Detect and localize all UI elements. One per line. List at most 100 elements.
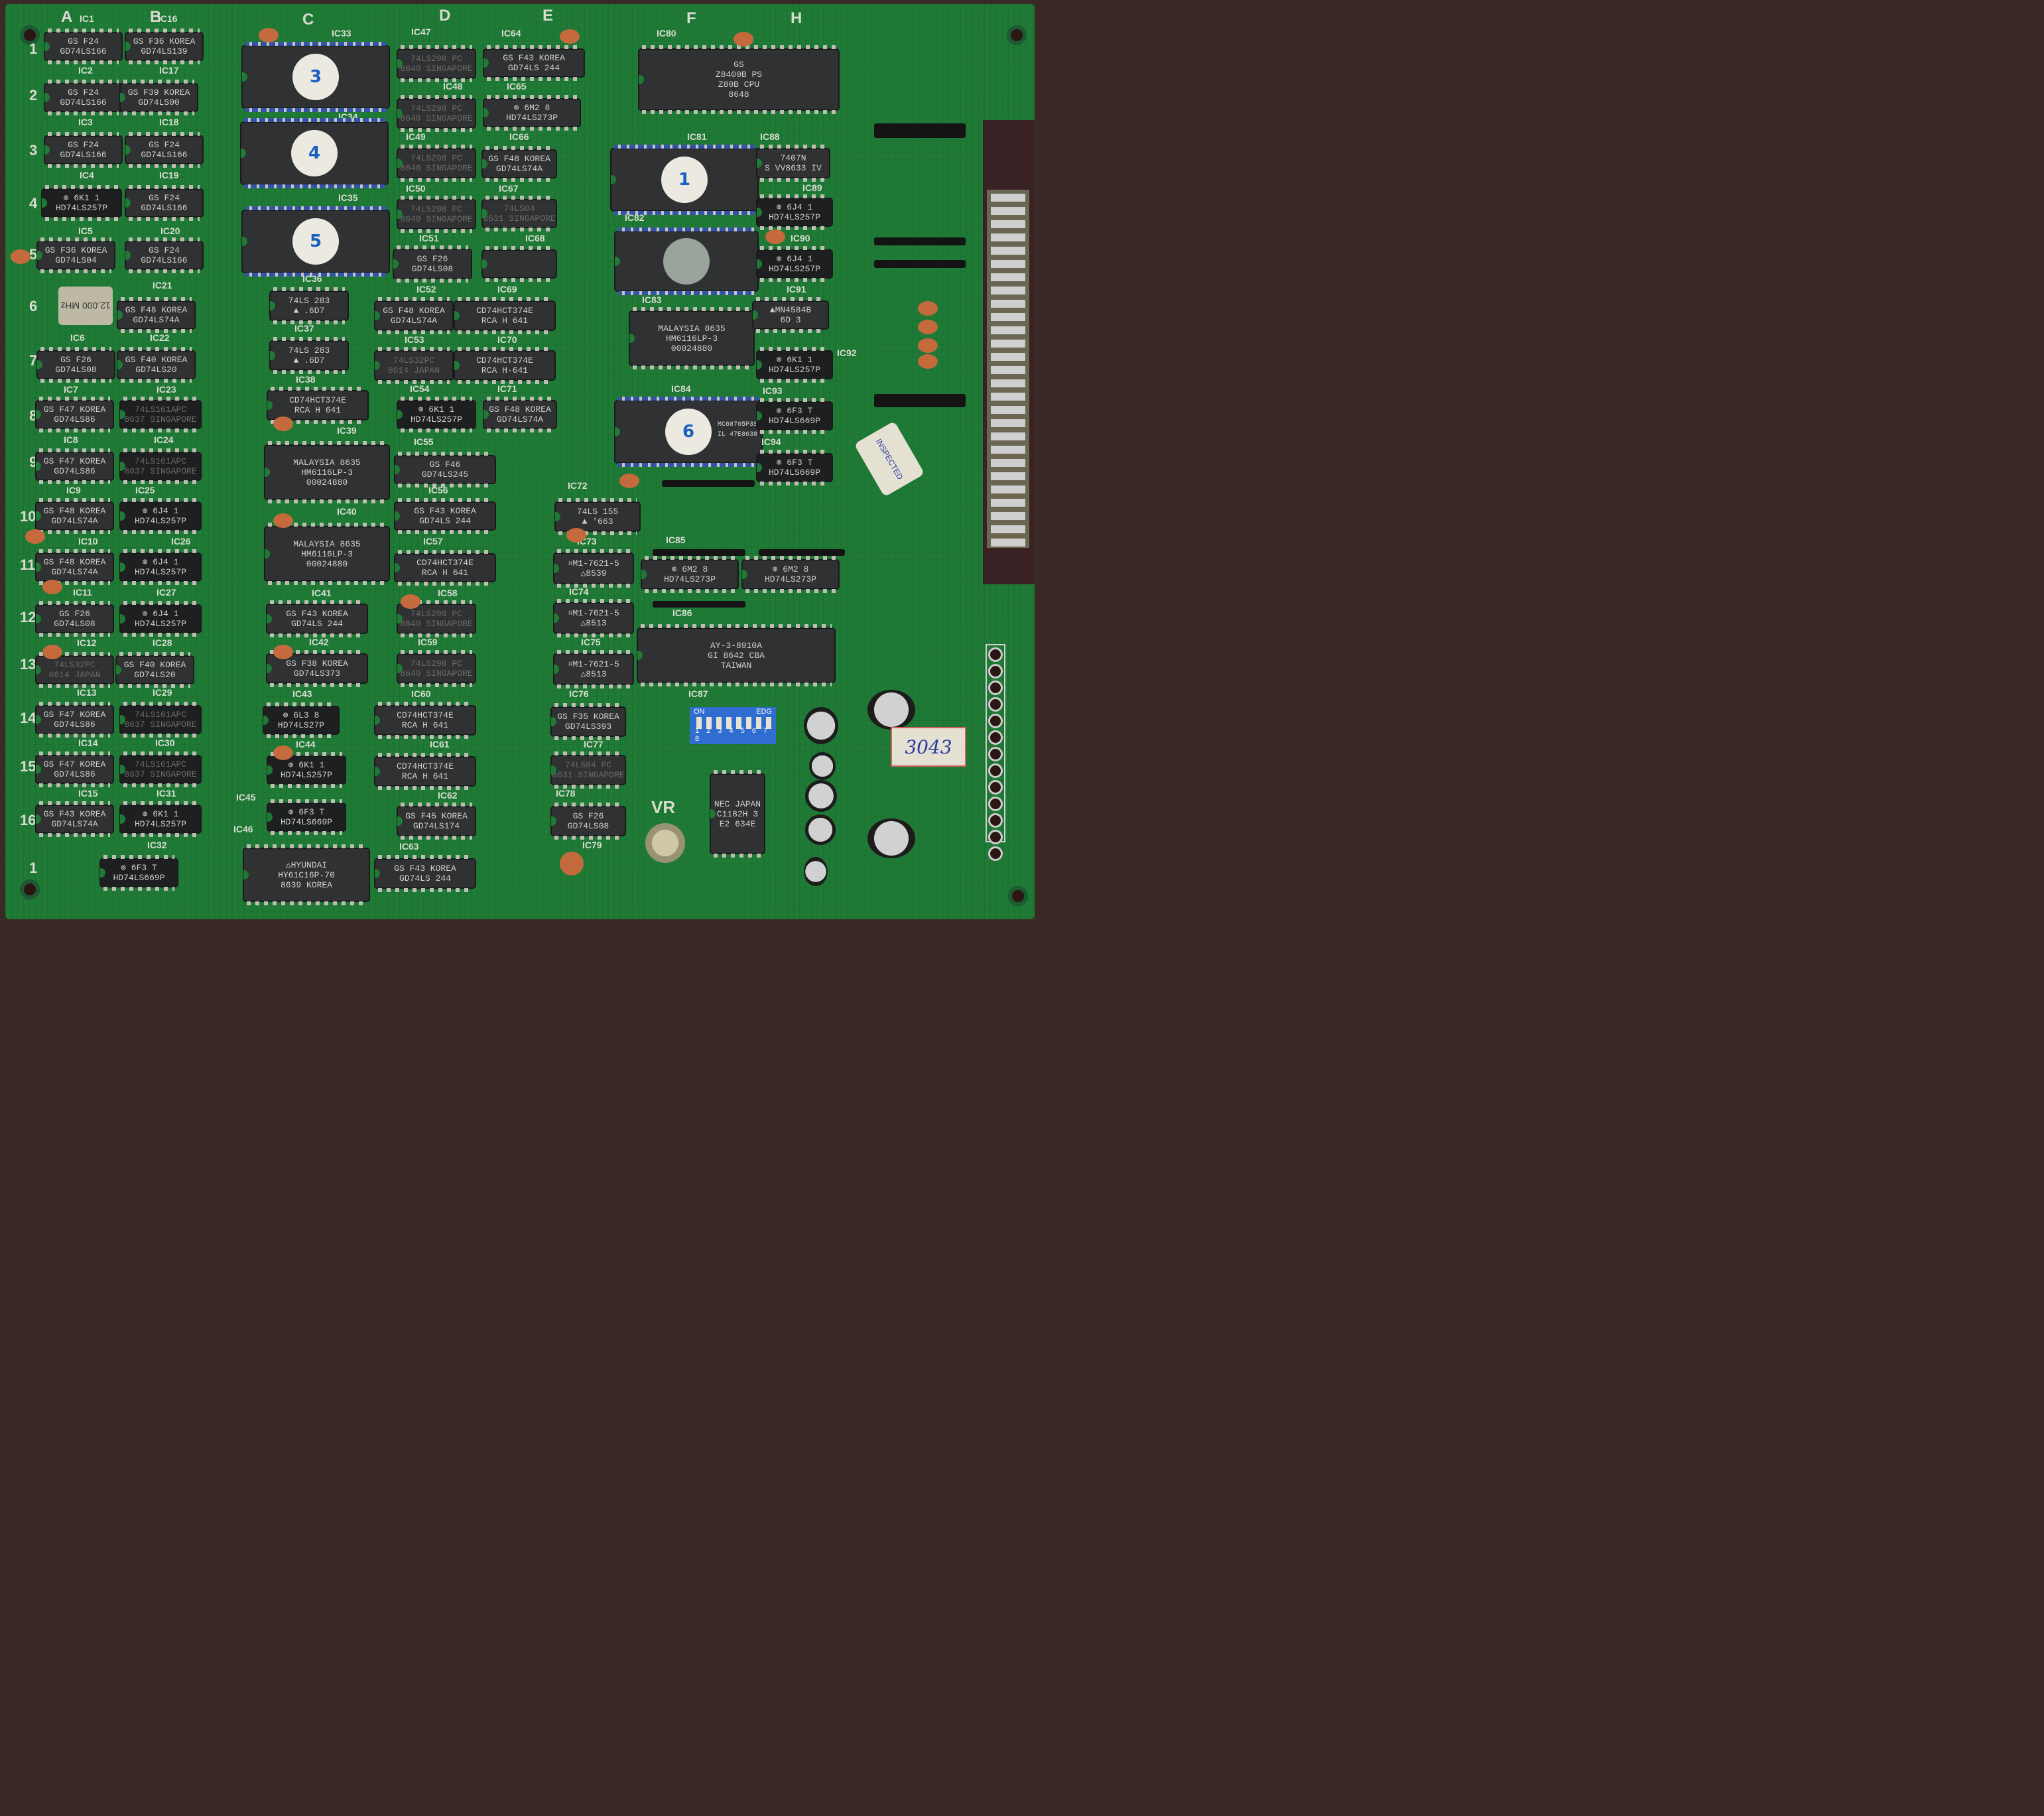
dip-switch-4[interactable]	[726, 717, 732, 729]
ic-chip[interactable]: 74LS 283▲ .6D7	[270, 337, 348, 374]
ic-chip[interactable]: 3	[242, 42, 389, 112]
ic-chip[interactable]: ⌗M1-7621-5△8539	[554, 549, 633, 588]
dip-switch-6[interactable]	[746, 717, 751, 729]
dip-switch-1[interactable]	[696, 717, 702, 729]
ic-chip[interactable]: ⌗M1-7621-5△8513	[554, 599, 633, 637]
ic-chip[interactable]	[482, 246, 556, 282]
dip-switch-7[interactable]	[756, 717, 761, 729]
ic-chip[interactable]: 4	[241, 118, 387, 188]
volume-potentiometer[interactable]	[642, 820, 688, 866]
ic-chip[interactable]	[615, 227, 757, 295]
ic-chip[interactable]: 5	[242, 206, 389, 277]
dip-switch-2[interactable]	[706, 717, 712, 729]
dip-switch-3[interactable]	[716, 717, 722, 729]
ic-chip[interactable]: 74LS 283▲ .6D7	[270, 287, 348, 324]
dip-switch[interactable]: ON EDG 1 2 3 4 5 6 7 8	[690, 707, 776, 744]
ic-chip[interactable]: 74LS 155▲ '663	[555, 498, 639, 535]
ic-chip[interactable]: 1	[611, 145, 757, 215]
ic-chip[interactable]: ⌗M1-7621-5△8513	[554, 650, 633, 688]
dip-switch-5[interactable]	[736, 717, 741, 729]
